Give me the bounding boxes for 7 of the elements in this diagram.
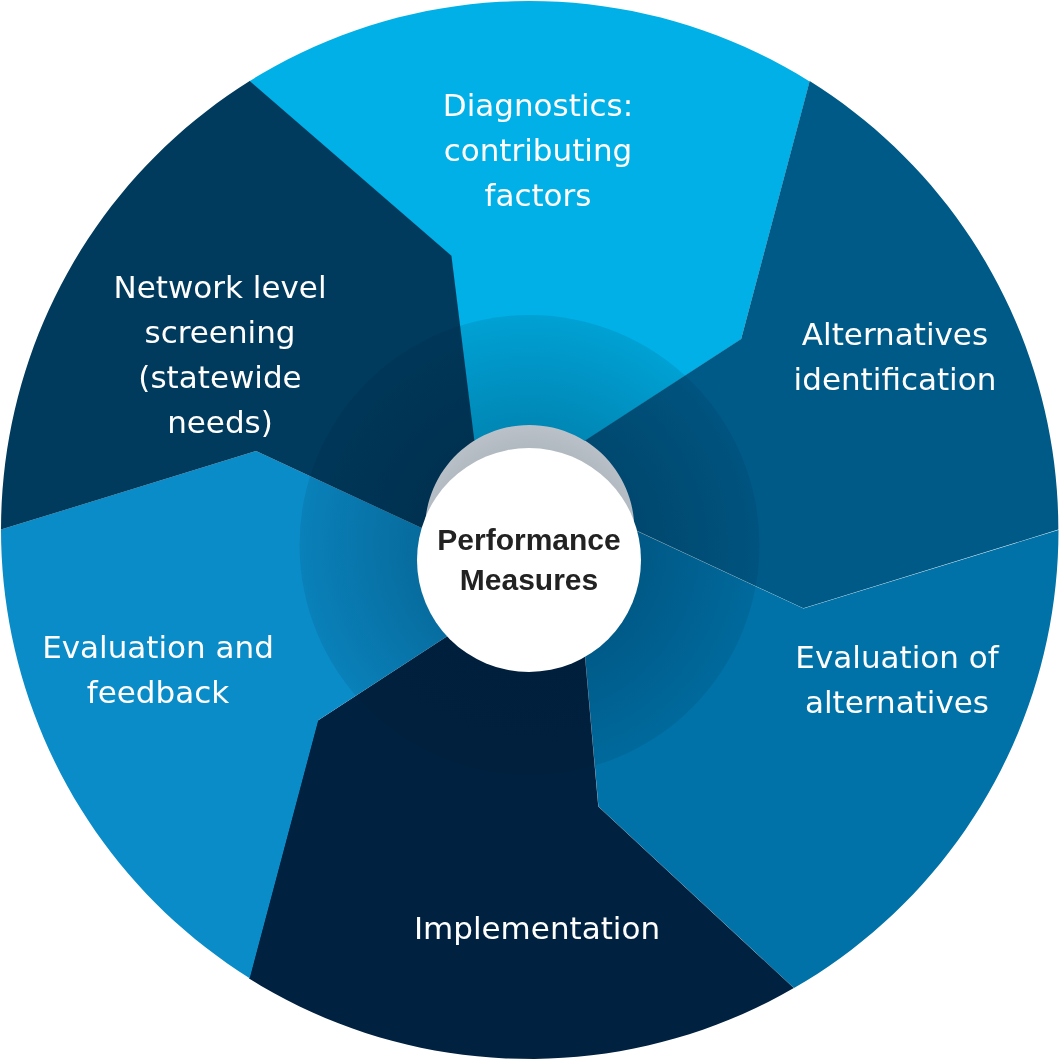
segment-label: Diagnostics: contributing factors [441, 85, 635, 215]
segment-label: Alternatives identification [792, 315, 998, 399]
segment-label: Evaluation and feedback [41, 628, 275, 712]
center-label: Performance Measures [436, 522, 622, 598]
segment-label: Implementation [412, 908, 662, 948]
segment-label: Evaluation of alternatives [794, 638, 1001, 722]
segment-label: Network level screening (statewide needs) [112, 268, 328, 442]
